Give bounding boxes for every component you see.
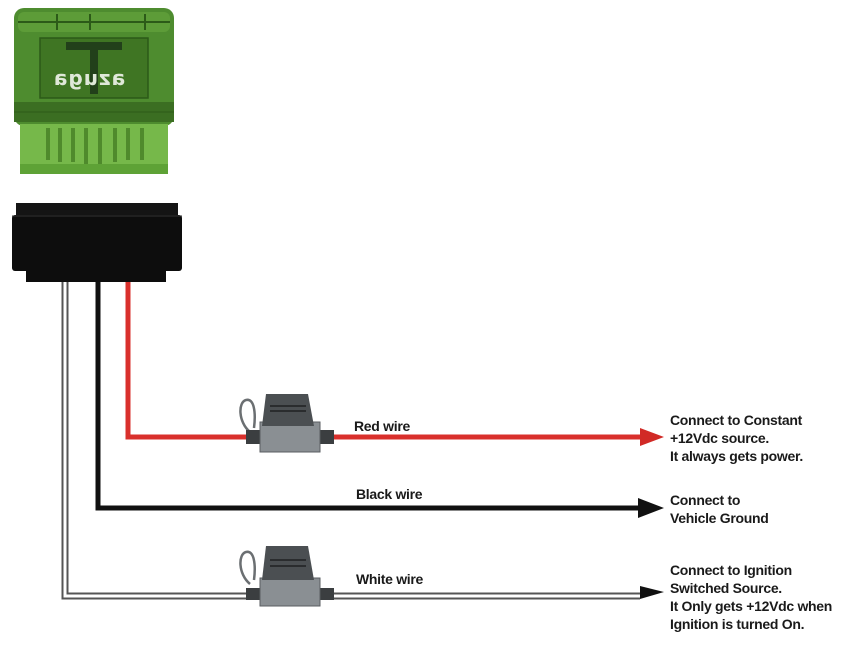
red-wire-label: Red wire xyxy=(354,418,410,434)
white-wire-fuse-icon xyxy=(239,546,334,607)
white-destination-line: It Only gets +12Vdc when xyxy=(670,598,833,614)
red-destination-line: It always gets power. xyxy=(670,448,803,464)
red-wire-path xyxy=(125,282,664,446)
white-wire-label: White wire xyxy=(356,571,424,587)
white-wire-path xyxy=(61,282,664,600)
white-wire-arrow-icon xyxy=(640,586,664,599)
white-destination-line: Connect to Ignition xyxy=(670,562,792,578)
harness-connector xyxy=(12,203,182,282)
red-wire-fuse-icon xyxy=(239,394,334,453)
black-wire-destination: Connect to Vehicle Ground xyxy=(670,491,769,527)
obd-device xyxy=(14,8,174,174)
black-wire-label: Black wire xyxy=(356,486,423,502)
red-destination-line: Connect to Constant xyxy=(670,412,802,428)
black-wire-path xyxy=(95,282,664,518)
black-destination-line: Connect to xyxy=(670,492,741,508)
white-wire-destination: Connect to Ignition Switched Source. It … xyxy=(670,561,832,633)
black-wire-arrow-icon xyxy=(638,498,664,518)
black-destination-line: Vehicle Ground xyxy=(670,510,769,526)
red-wire-arrow-icon xyxy=(640,428,664,446)
red-destination-line: +12Vdc source. xyxy=(670,430,769,446)
white-destination-line: Ignition is turned On. xyxy=(670,616,805,632)
red-wire-destination: Connect to Constant +12Vdc source. It al… xyxy=(670,411,803,465)
device-brand-logo: azuga xyxy=(52,66,126,90)
white-destination-line: Switched Source. xyxy=(670,580,782,596)
